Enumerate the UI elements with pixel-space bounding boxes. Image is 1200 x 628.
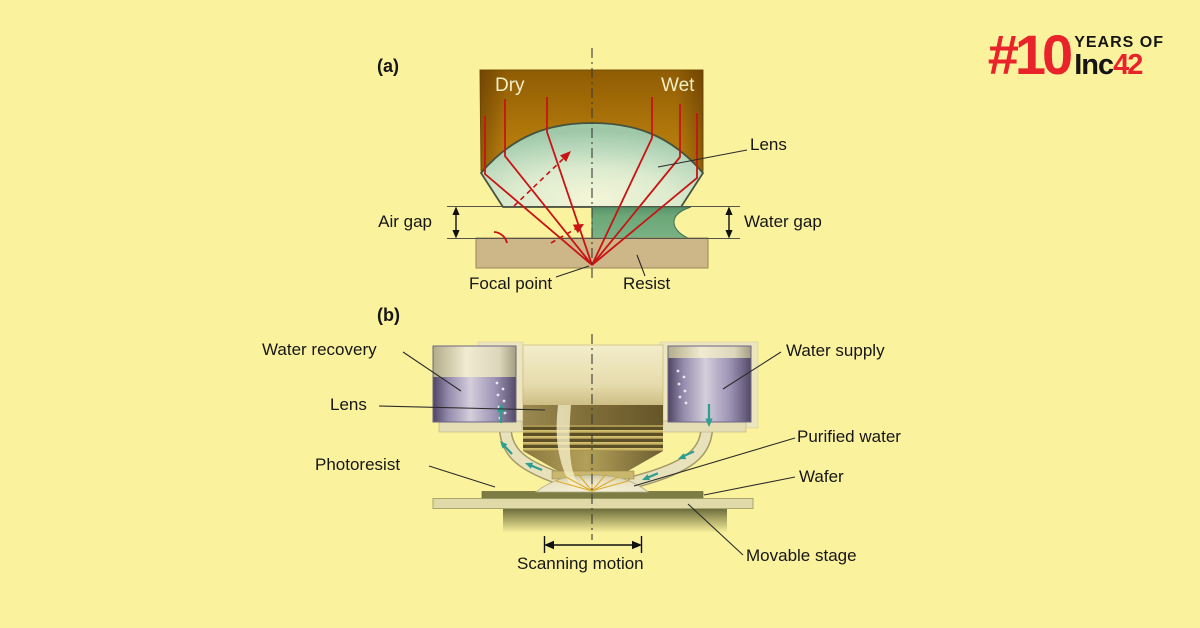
lens-ribs [523, 425, 663, 451]
lens-b-pointer-line [378, 405, 546, 411]
label-focal-point: Focal point [469, 274, 553, 293]
light-rays [484, 97, 698, 266]
water-recovery-pointer-line [402, 351, 462, 392]
panel-a-tag: (a) [377, 56, 399, 76]
label-water-recovery: Water recovery [262, 340, 377, 359]
logo-inc42: Inc42 [1074, 49, 1164, 81]
label-photoresist: Photoresist [315, 455, 401, 474]
lens-a-pointer-line [657, 149, 748, 168]
lens-highlight-streak [556, 405, 581, 489]
label-wafer: Wafer [799, 467, 844, 486]
air-gap-arrow [452, 206, 460, 239]
panel-b [378, 334, 796, 556]
photoresist-pointer-line [428, 465, 496, 488]
supply-container-base [661, 420, 747, 433]
label-scanning-motion: Scanning motion [517, 554, 644, 573]
stage-base-shadow [503, 509, 727, 533]
label-purified-water: Purified water [797, 427, 901, 446]
recovery-container-base [438, 420, 523, 433]
label-movable-stage: Movable stage [746, 546, 857, 565]
focal-point-pointer-line [555, 265, 590, 278]
movable-stage-top [432, 498, 754, 509]
logo-inc: Inc [1074, 49, 1114, 81]
inc42-logo: #10 YEARS OF Inc42 [987, 23, 1164, 86]
label-water-gap: Water gap [744, 212, 822, 231]
panel-a [447, 48, 748, 278]
lens-dome [479, 122, 705, 208]
purified-water-pointer-line [633, 437, 796, 487]
panel-b-tag: (b) [377, 305, 400, 325]
label-air-gap: Air gap [378, 212, 432, 231]
water-meniscus [591, 206, 692, 239]
refracted-dashed-arrows [513, 151, 584, 244]
scanning-motion-arrow [543, 536, 643, 553]
label-resist: Resist [623, 274, 671, 293]
wafer-pointer-line [703, 476, 796, 496]
label-dry: Dry [495, 75, 525, 96]
label-lens-a: Lens [750, 135, 787, 154]
label-wet: Wet [661, 75, 695, 96]
water-flow-arrows [497, 403, 713, 481]
angle-arc [493, 231, 508, 244]
resist-pointer-line [636, 254, 646, 277]
logo-text-block: YEARS OF Inc42 [1074, 30, 1164, 81]
lens-dark-band [523, 405, 663, 425]
label-lens-b: Lens [330, 395, 367, 414]
label-water-supply: Water supply [786, 341, 885, 360]
water-gap-arrow [725, 206, 733, 239]
water-recovery-container [432, 345, 517, 423]
lens-cone [523, 451, 663, 471]
logo-number: #10 [987, 23, 1073, 86]
movable-stage-pointer-line [687, 503, 744, 556]
logo-years-of: YEARS OF [1074, 34, 1164, 51]
logo-42: 42 [1113, 49, 1143, 81]
water-supply-pointer-line [722, 351, 782, 390]
